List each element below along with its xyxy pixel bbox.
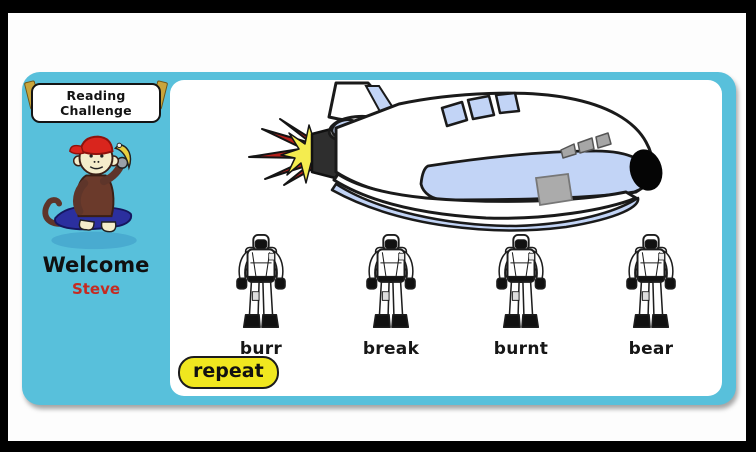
sidebar: Reading Challenge <box>22 72 170 405</box>
welcome-heading: Welcome <box>42 253 150 277</box>
player-name: Steve <box>71 280 121 298</box>
activity-area: burr break burnt bear repeat <box>170 80 722 396</box>
word-choice-burr[interactable]: burr <box>196 234 326 359</box>
game-panel: Reading Challenge <box>22 72 736 405</box>
astronaut-icon <box>234 234 288 334</box>
word-label: burr <box>239 339 283 359</box>
monkey-mascot-icon <box>42 135 137 250</box>
word-choice-break[interactable]: break <box>326 234 456 359</box>
shuttle-windows <box>440 91 521 128</box>
astronaut-icon <box>494 234 548 334</box>
banner-title: Reading Challenge <box>31 83 161 123</box>
word-choices: burr break burnt bear <box>196 234 716 359</box>
space-shuttle-illustration <box>248 81 663 232</box>
astronaut-icon <box>624 234 678 334</box>
word-label: break <box>362 339 420 359</box>
reading-challenge-banner: Reading Challenge <box>23 80 169 123</box>
word-choice-bear[interactable]: bear <box>586 234 716 359</box>
app-window: Reading Challenge <box>8 13 746 441</box>
astronaut-icon <box>364 234 418 334</box>
cockpit-windows <box>560 132 612 159</box>
word-choice-burnt[interactable]: burnt <box>456 234 586 359</box>
word-label: bear <box>628 339 674 359</box>
repeat-button[interactable]: repeat <box>178 356 279 389</box>
word-label: burnt <box>493 339 549 359</box>
